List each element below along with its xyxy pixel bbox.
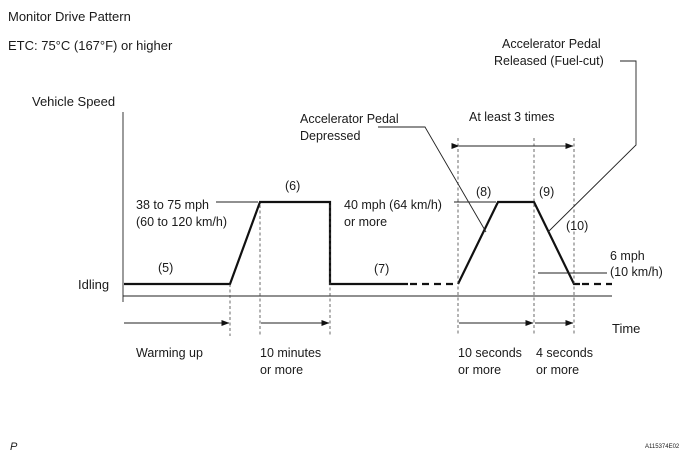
temperature-condition: ETC: 75°C (167°F) or higher <box>8 38 173 53</box>
step-label-6: (6) <box>285 179 300 193</box>
y-axis-label: Vehicle Speed <box>32 94 115 109</box>
ten-seconds-label-2: or more <box>458 363 501 377</box>
test-speed-label: 40 mph (64 km/h) <box>344 198 442 212</box>
warmup-speed-label: 38 to 75 mph <box>136 198 209 212</box>
warming-up-label: Warming up <box>136 346 203 360</box>
x-axis-label: Time <box>612 321 640 336</box>
pedal-released-label: Accelerator Pedal <box>502 37 601 51</box>
four-seconds-label: 4 seconds <box>536 346 593 360</box>
pedal-depressed-leader <box>378 126 487 233</box>
step-label-8: (8) <box>476 185 491 199</box>
repeat-count-label: At least 3 times <box>469 110 554 124</box>
speed-trace-test-cycle <box>457 200 580 286</box>
fuelcut-speed-label: 6 mph <box>610 249 645 263</box>
figure-reference-code: A115374E02 <box>645 444 680 450</box>
fuelcut-speed-label-kmh: (10 km/h) <box>610 265 663 279</box>
step-label-9: (9) <box>539 185 554 199</box>
page-mark: P <box>10 441 18 453</box>
pedal-released-leader <box>547 60 637 233</box>
pedal-depressed-label: Accelerator Pedal <box>300 112 399 126</box>
ten-minutes-label-2: or more <box>260 363 303 377</box>
ten-seconds-label: 10 seconds <box>458 346 522 360</box>
pedal-depressed-label-2: Depressed <box>300 129 360 143</box>
idling-label: Idling <box>78 277 109 292</box>
diagram-title: Monitor Drive Pattern <box>8 9 131 24</box>
four-seconds-label-2: or more <box>536 363 579 377</box>
step-label-5: (5) <box>158 261 173 275</box>
test-speed-label-suffix: or more <box>344 215 387 229</box>
warmup-speed-label-kmh: (60 to 120 km/h) <box>136 215 227 229</box>
step-label-7: (7) <box>374 262 389 276</box>
ten-minutes-label: 10 minutes <box>260 346 321 360</box>
speed-trace-warmup <box>124 200 408 286</box>
pedal-released-label-2: Released (Fuel-cut) <box>494 54 604 68</box>
step-label-10: (10) <box>566 219 588 233</box>
